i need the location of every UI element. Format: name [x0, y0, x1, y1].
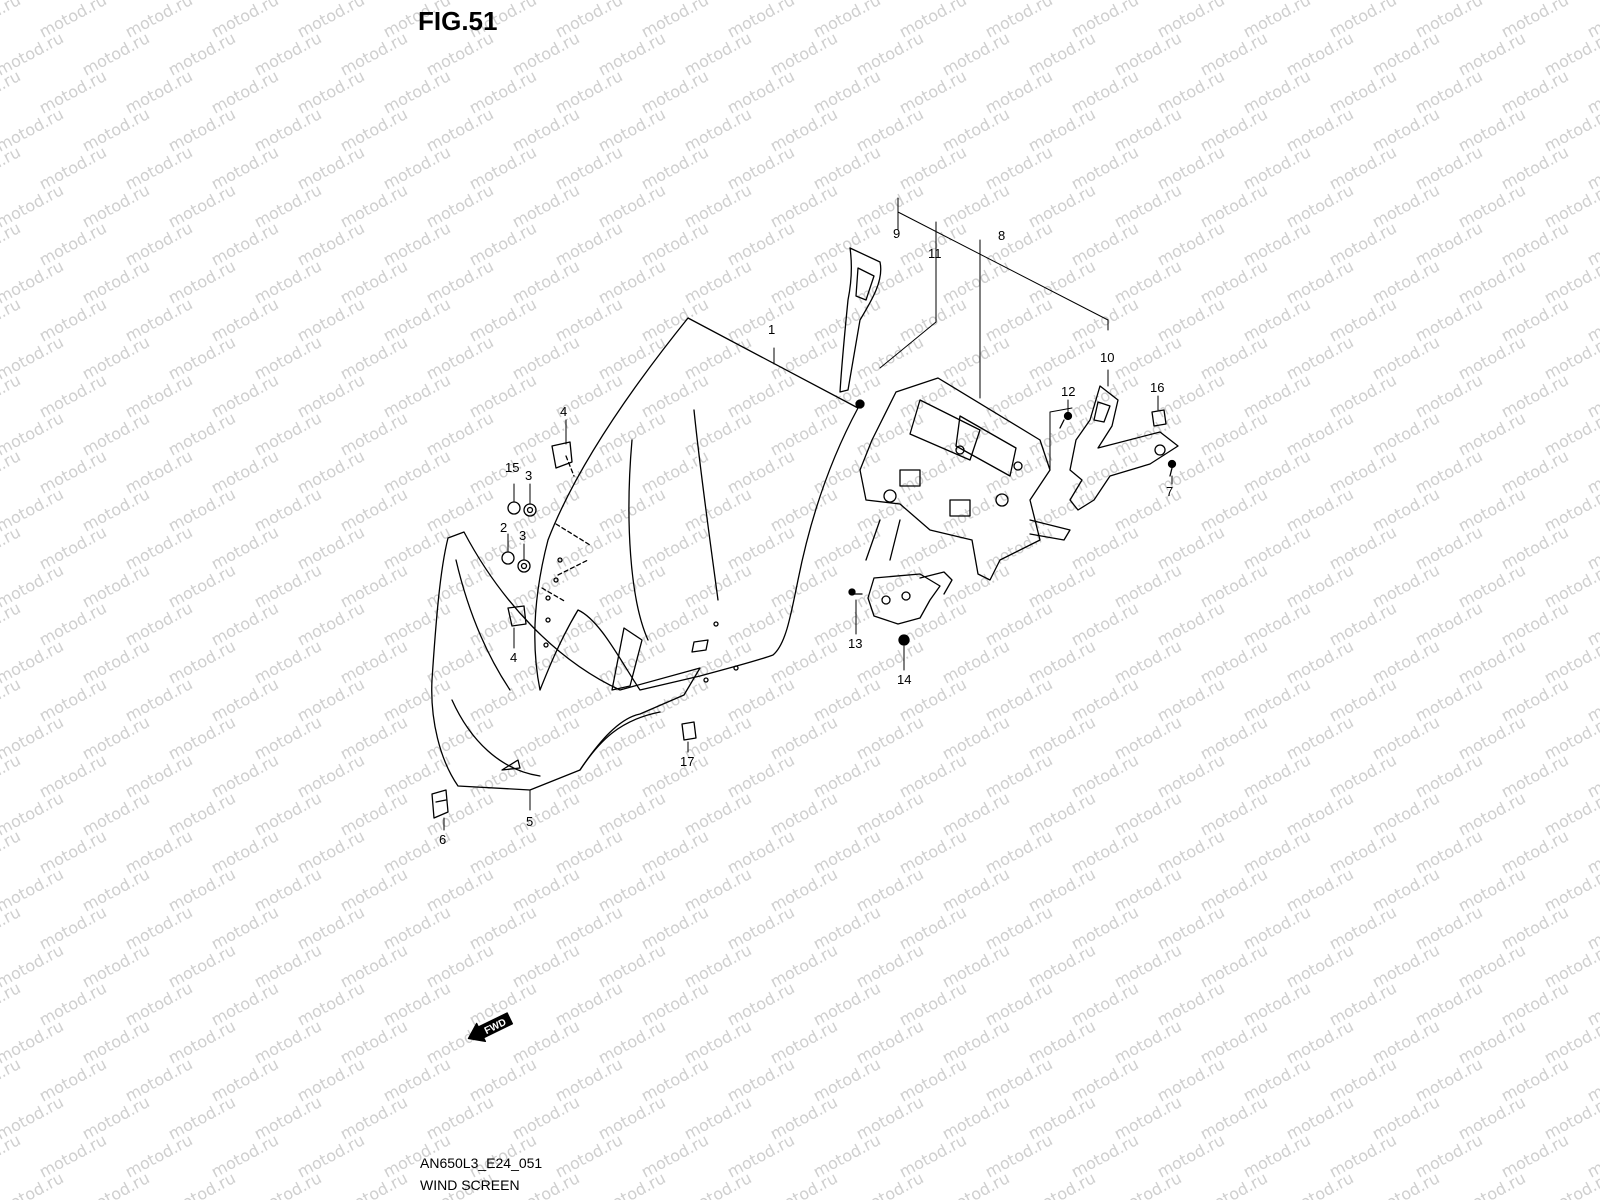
callout-17: 17	[680, 754, 694, 769]
part-6	[431, 789, 449, 819]
diagram-code: AN650L3_E24_051	[420, 1155, 543, 1171]
callout-10: 10	[1100, 350, 1114, 365]
callout-8: 8	[998, 228, 1005, 243]
part-14	[898, 634, 910, 646]
stay-bracket-frame	[859, 377, 1071, 581]
callout-13: 13	[848, 636, 862, 651]
forward-direction-arrow: FWD	[467, 1012, 514, 1043]
part-3-lower	[517, 559, 531, 573]
side-bracket-10	[1069, 385, 1179, 511]
callout-4-lower: 4	[510, 650, 517, 665]
part-7	[1167, 459, 1177, 477]
callout-15: 15	[505, 460, 519, 475]
part-15	[507, 501, 521, 515]
callout-3-lower: 3	[519, 528, 526, 543]
bracket-9	[839, 247, 882, 409]
part-16	[1151, 409, 1167, 427]
callout-6: 6	[439, 832, 446, 847]
fwd-label: FWD	[483, 1017, 508, 1037]
windscreen-part	[534, 317, 859, 691]
callout-16: 16	[1150, 380, 1164, 395]
leader-lines	[443, 197, 1173, 831]
figure-title: FIG.51	[418, 6, 498, 36]
part-4-upper	[551, 441, 573, 469]
callout-1: 1	[768, 322, 775, 337]
part-3-upper	[523, 503, 537, 517]
part-17	[681, 721, 697, 741]
diagram-caption: WIND SCREEN	[420, 1177, 520, 1193]
callout-3-upper: 3	[525, 468, 532, 483]
cowling-panel	[431, 531, 701, 791]
part-12	[1059, 411, 1073, 429]
callout-12: 12	[1061, 384, 1075, 399]
callout-11: 11	[928, 246, 942, 261]
motor-13	[848, 571, 953, 625]
callout-5: 5	[526, 814, 533, 829]
callout-9: 9	[893, 226, 900, 241]
callout-4-upper: 4	[560, 404, 567, 419]
callouts: 1 2 3 3 4 4 5 6 7 8 9 10 11 12 13 14 15 …	[439, 226, 1173, 847]
callout-14: 14	[897, 672, 911, 687]
part-4-lower	[507, 605, 527, 627]
callout-7: 7	[1166, 484, 1173, 499]
part-2	[501, 551, 515, 565]
callout-2: 2	[500, 520, 507, 535]
